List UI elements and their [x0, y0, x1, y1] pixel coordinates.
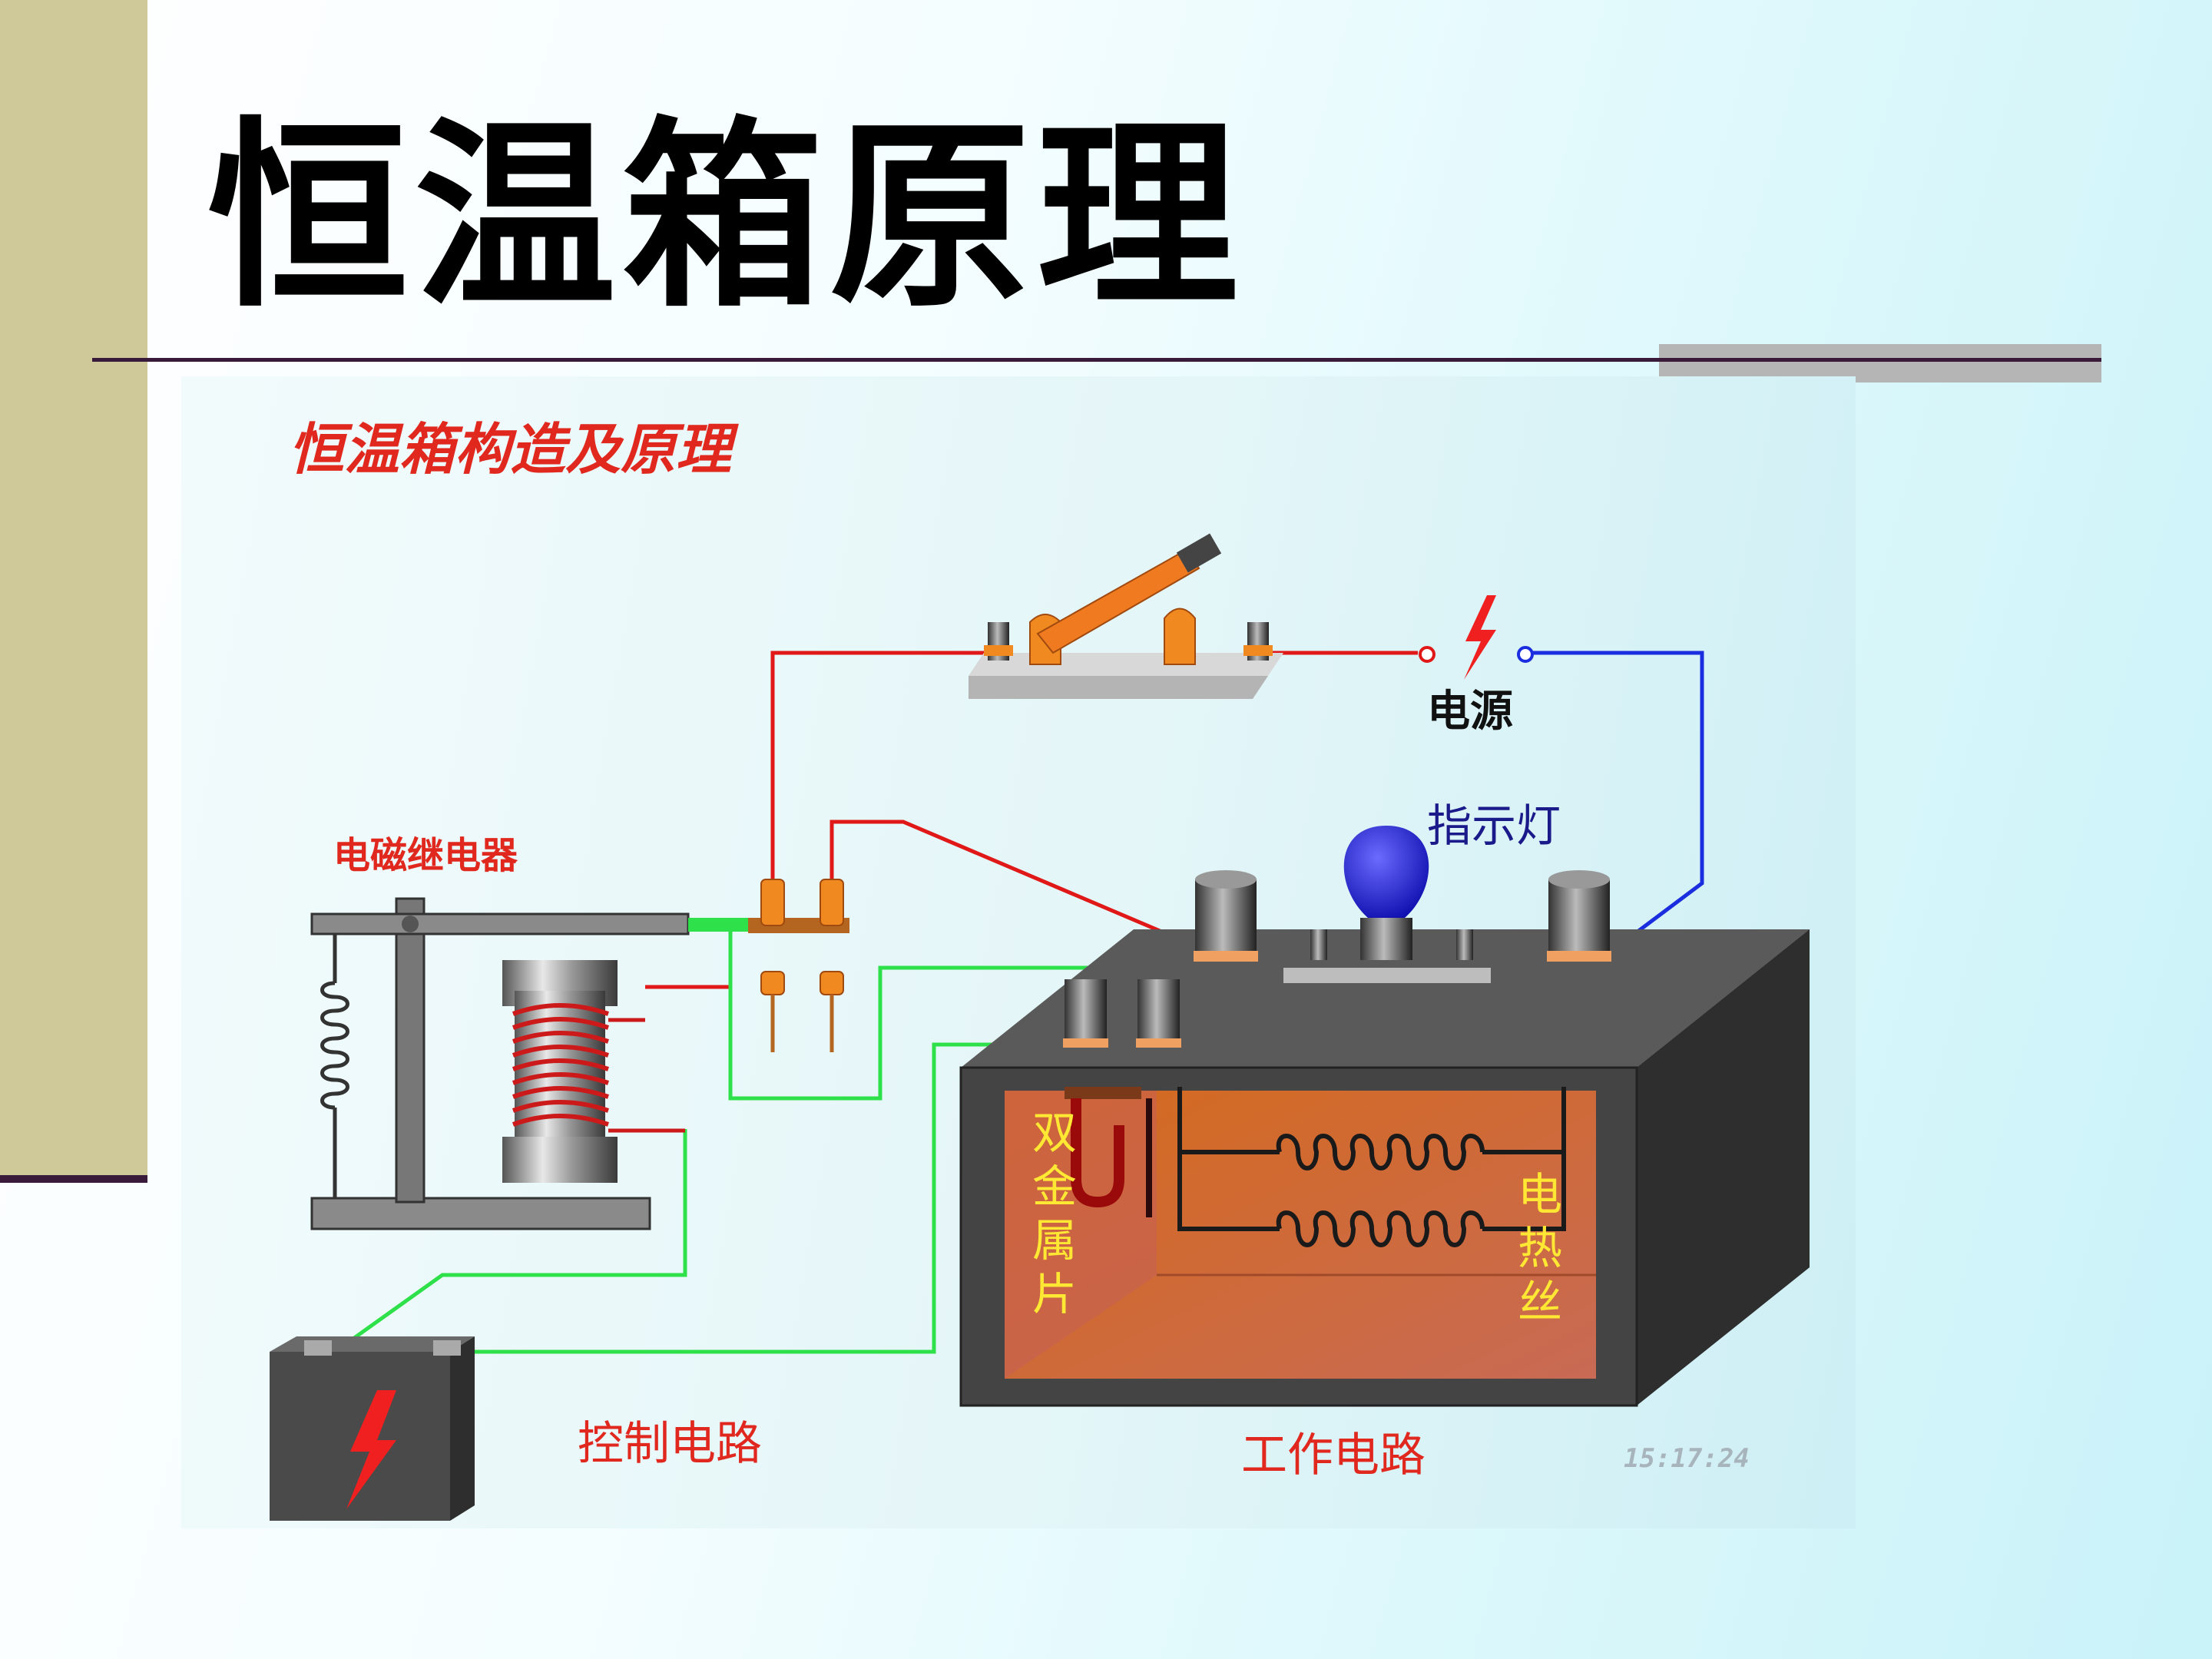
diagram-panel: 恒温箱构造及原理 电源: [181, 376, 1856, 1528]
slide-title: 恒温箱原理: [207, 98, 1244, 334]
control-battery: [270, 1336, 475, 1521]
left-decor-band: [0, 0, 147, 1175]
box-terminals: [1063, 870, 1611, 1048]
thermostat-diagram: 恒温箱构造及原理 电源: [270, 416, 1810, 1521]
power-supply-label: 电源: [1427, 687, 1513, 737]
indicator-lamp: [1283, 826, 1491, 983]
indicator-light-label: 指示灯: [1427, 800, 1561, 852]
bimetal-strip: [1065, 1087, 1152, 1217]
bimetal-label-2: 金: [1032, 1161, 1077, 1213]
timestamp-label: 15:17:24: [1624, 1443, 1750, 1474]
relay: [310, 897, 750, 1230]
title-rule: [92, 358, 2101, 362]
heating-wire-label-3: 丝: [1518, 1276, 1562, 1328]
title-rule-accent: [1659, 344, 2101, 382]
title-rule-right: [1659, 358, 2101, 362]
control-circuit-label: 控制电路: [578, 1417, 762, 1471]
left-decor-line: [0, 1175, 147, 1183]
relay-label: 电磁继电器: [333, 834, 518, 877]
working-circuit-label: 工作电路: [1241, 1429, 1426, 1482]
knife-switch: [969, 533, 1283, 699]
bimetal-label-3: 属: [1032, 1214, 1077, 1267]
bimetal-label-4: 片: [1032, 1268, 1077, 1320]
power-supply-terminals: [1419, 595, 1534, 680]
bimetal-label-1: 双: [1032, 1107, 1077, 1159]
heating-wire-label-1: 电: [1518, 1168, 1562, 1220]
relay-contacts: [748, 879, 849, 1052]
diagram-heading: 恒温箱构造及原理: [289, 416, 739, 482]
heating-wire-label-2: 热: [1518, 1222, 1562, 1274]
heating-wire: [1177, 1087, 1566, 1247]
